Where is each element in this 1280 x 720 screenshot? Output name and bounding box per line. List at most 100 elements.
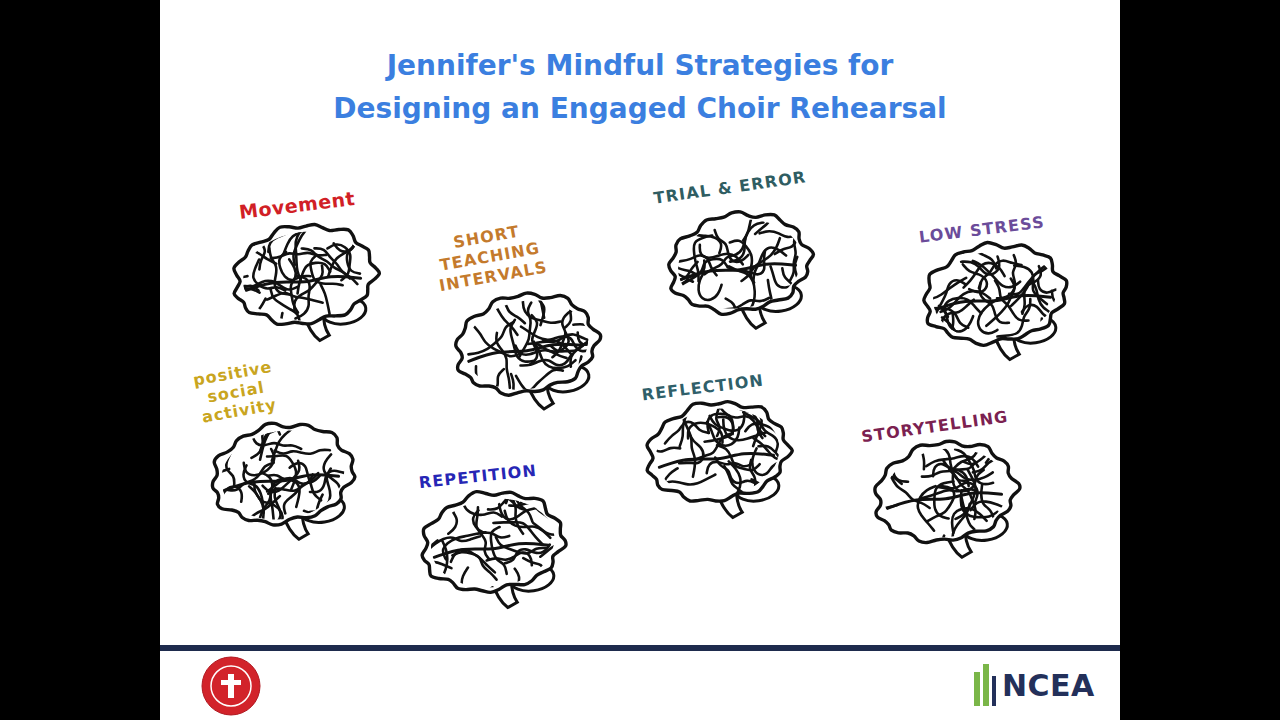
brain-fold	[534, 335, 576, 372]
brain-fold	[206, 276, 252, 317]
brain-fold	[515, 564, 551, 599]
brain-fold	[221, 433, 239, 486]
federation-logo	[202, 657, 260, 715]
brain-fold	[948, 469, 980, 519]
brain-fold	[577, 328, 611, 369]
logo-bar	[974, 672, 980, 706]
brain-fold	[771, 261, 810, 303]
brain-shape	[415, 480, 571, 610]
brain-fold	[669, 235, 697, 278]
brain-fold	[307, 468, 355, 493]
logo-ring	[211, 666, 251, 706]
brain-fold	[1016, 266, 1046, 314]
brain-fold	[266, 419, 314, 460]
brain-fold	[302, 242, 350, 284]
brain-fold	[959, 485, 998, 520]
brain-fold	[758, 443, 789, 490]
brain-fold	[724, 297, 742, 350]
brain-fold	[517, 496, 556, 535]
strategy-node: STORYTELLING	[850, 387, 1024, 560]
brain-fold	[556, 274, 576, 327]
brain-fold	[659, 475, 716, 489]
brain-fold	[416, 560, 454, 594]
brain-fold	[915, 486, 942, 533]
brain-shape	[205, 412, 361, 542]
brain-fold	[249, 482, 284, 529]
brain-shape	[640, 390, 796, 520]
brain-fold	[489, 527, 506, 575]
brain-fold	[217, 485, 245, 516]
brain-fold	[240, 299, 272, 348]
strategy-label: positive social activity	[192, 357, 281, 427]
strategy-label: REPETITION	[418, 461, 538, 493]
brain-fold	[516, 370, 557, 418]
logo-disc	[202, 657, 260, 715]
brain-fold	[720, 402, 765, 442]
brain-outline	[226, 214, 385, 334]
strategy-label: LOW STRESS	[918, 212, 1046, 247]
brain-fold	[975, 300, 1001, 335]
ncea-logo-mark	[974, 664, 996, 706]
strategy-node: REFLECTION	[618, 348, 796, 520]
brain-shape	[917, 232, 1073, 362]
brain-fold	[440, 487, 458, 534]
strategy-node: SHORT TEACHING INTERVALS	[405, 217, 605, 412]
strategy-label: SHORT TEACHING INTERVALS	[431, 218, 549, 296]
brain-fold	[260, 461, 303, 494]
brain-fold	[1052, 285, 1097, 313]
brain-fold	[491, 492, 523, 537]
logo-cross	[221, 680, 241, 685]
brain-fold	[749, 190, 773, 234]
brain-fold	[210, 262, 259, 299]
slide-page	[160, 0, 1120, 720]
logo-wordmark: NCEA	[1002, 668, 1095, 703]
brain-fold	[251, 256, 285, 294]
brain-fold	[961, 261, 1006, 288]
brain-fold	[919, 436, 950, 469]
logo-bar	[983, 664, 989, 706]
strategy-node: TRIAL & ERROR	[645, 148, 818, 331]
brain-fold	[280, 222, 332, 253]
brain-fold	[993, 299, 1035, 337]
brain-fold	[421, 540, 452, 591]
logo-bar	[992, 676, 996, 706]
brain-fold	[449, 546, 494, 579]
brain-outline	[661, 201, 821, 322]
brain-fold	[482, 284, 518, 340]
brain-illustration	[631, 183, 837, 363]
brain-fold	[938, 481, 979, 507]
brain-fold	[749, 245, 790, 281]
brain-illustration	[195, 206, 388, 356]
strategy-label: TRIAL & ERROR	[652, 167, 807, 208]
brain-fold	[533, 517, 581, 559]
brain-fold	[714, 298, 770, 314]
brain-fold	[523, 554, 559, 604]
footer-rule	[160, 645, 1120, 651]
brain-fold	[709, 409, 746, 434]
brain-fold	[539, 543, 580, 578]
brain-outline	[447, 282, 608, 405]
brain-fold	[919, 303, 969, 335]
strategy-node: Movement	[212, 165, 383, 343]
brain-fold	[464, 366, 486, 424]
brain-fold	[578, 355, 599, 406]
slide-title: Jennifer's Mindful Strategies for Design…	[160, 44, 1120, 130]
brain-fold	[332, 228, 355, 253]
brain-fold	[520, 355, 572, 372]
brain-fold	[782, 264, 817, 308]
brain-fold	[968, 432, 1015, 472]
brain-fold	[660, 468, 684, 517]
brain-fold	[254, 416, 299, 460]
brain-fold	[760, 224, 815, 241]
brain-fold	[323, 232, 371, 276]
brain-fold	[701, 415, 734, 441]
brain-fold	[227, 237, 276, 270]
brain-fold	[845, 505, 901, 531]
brain-fold	[291, 225, 313, 281]
brain-fold	[675, 261, 710, 303]
strategy-node: LOW STRESS	[897, 190, 1073, 362]
brain-fold	[647, 422, 680, 453]
brain-fold	[1038, 274, 1086, 297]
brain-fold	[963, 261, 988, 293]
